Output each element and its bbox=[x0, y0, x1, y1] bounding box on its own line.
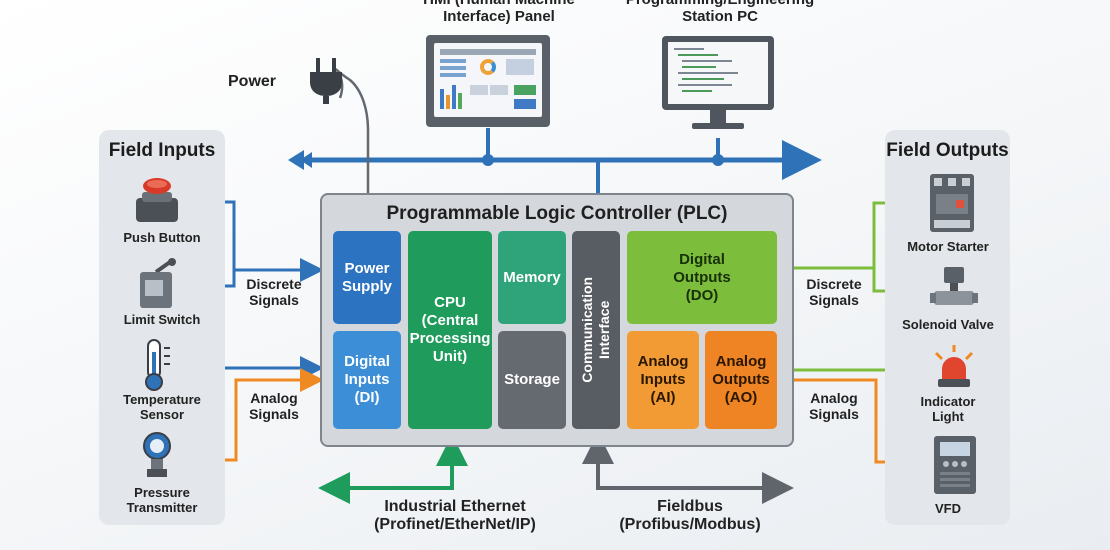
solenoid-valve-label: Solenoid Valve bbox=[902, 317, 994, 332]
indicator-light-icon bbox=[934, 345, 974, 387]
digital-outputs-module: Digital Outputs (DO) bbox=[627, 231, 777, 324]
pressure-gauge-icon bbox=[143, 432, 171, 477]
motor-starter-icon bbox=[930, 174, 974, 232]
analog-inputs-module: Analog Inputs (AI) bbox=[627, 331, 699, 429]
engineering-pc-icon bbox=[662, 36, 774, 110]
power-plug-icon bbox=[310, 58, 342, 104]
indicator-light-label: Indicator Light bbox=[920, 394, 976, 424]
pressure-transmitter-label: Pressure Transmitter bbox=[126, 485, 198, 515]
plc-title: Programmable Logic Controller (PLC) bbox=[386, 203, 728, 224]
power-supply-module: Power Supply bbox=[333, 231, 401, 324]
analog-outputs-module: Analog Outputs (AO) bbox=[705, 331, 777, 429]
limit-switch-icon bbox=[140, 258, 176, 308]
pc-label: Programming/Engineering Station PC bbox=[626, 0, 814, 26]
fieldbus-label: Fieldbus (Profibus/Modbus) bbox=[619, 498, 761, 534]
hmi-label: HMI (Human Machine Interface) Panel bbox=[423, 0, 575, 26]
right-analog-signals-label: Analog Signals bbox=[809, 390, 859, 423]
field-outputs-title: Field Outputs bbox=[886, 140, 1009, 161]
digital-inputs-module: Digital Inputs (DI) bbox=[333, 331, 401, 429]
limit-switch-label: Limit Switch bbox=[123, 312, 201, 327]
power-label: Power bbox=[228, 73, 277, 90]
temperature-sensor-label: Temperature Sensor bbox=[123, 392, 201, 422]
left-discrete-signals-label: Discrete Signals bbox=[246, 276, 302, 309]
vfd-icon bbox=[934, 436, 976, 494]
push-button-label: Push Button bbox=[123, 230, 201, 245]
motor-starter-label: Motor Starter bbox=[907, 239, 989, 254]
cpu-module: CPU (Central Processing Unit) bbox=[408, 231, 492, 429]
vfd-label: VFD bbox=[935, 501, 961, 516]
right-discrete-signals-label: Discrete Signals bbox=[806, 276, 862, 309]
memory-module: Memory bbox=[498, 231, 566, 324]
hmi-panel-icon bbox=[426, 35, 550, 127]
push-button-icon bbox=[136, 178, 178, 222]
industrial-ethernet-label: Industrial Ethernet (Profinet/EtherNet/I… bbox=[374, 498, 536, 534]
thermometer-icon bbox=[145, 339, 170, 391]
left-analog-signals-label: Analog Signals bbox=[249, 390, 299, 423]
field-inputs-title: Field Inputs bbox=[108, 140, 216, 161]
storage-module: Storage bbox=[498, 331, 566, 429]
solenoid-valve-icon bbox=[930, 267, 978, 305]
communication-interface-module: Communication Interface bbox=[572, 231, 620, 429]
